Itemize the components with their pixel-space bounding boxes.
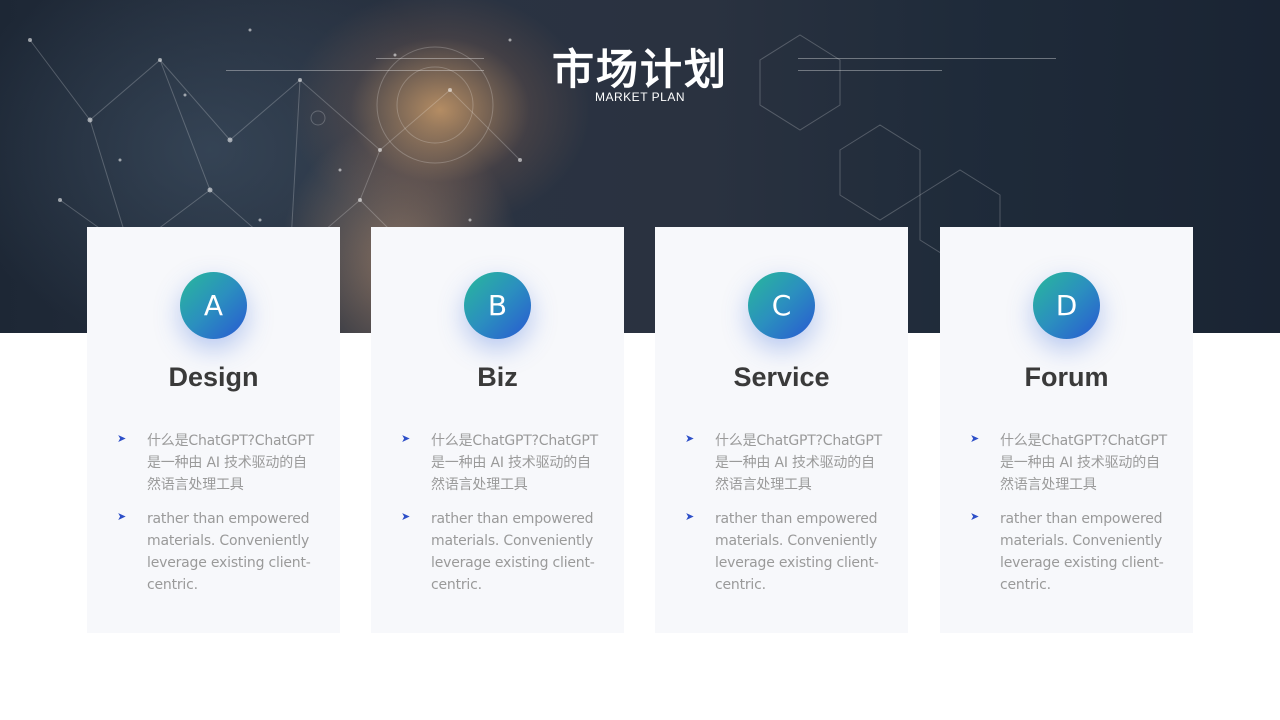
bullet-list: ➤ 什么是ChatGPT?ChatGPT 是一种由 AI 技术驱动的自然语言处理… [685, 430, 885, 608]
list-item: ➤ 什么是ChatGPT?ChatGPT 是一种由 AI 技术驱动的自然语言处理… [970, 430, 1170, 496]
bullet-list: ➤ 什么是ChatGPT?ChatGPT 是一种由 AI 技术驱动的自然语言处理… [970, 430, 1170, 608]
card-service: C Service ➤ 什么是ChatGPT?ChatGPT 是一种由 AI 技… [655, 227, 908, 633]
arrowhead-icon: ➤ [685, 432, 695, 445]
list-item: ➤ rather than empowered materials. Conve… [117, 508, 317, 596]
card-letter-badge: C [748, 272, 815, 339]
bullet-text: 什么是ChatGPT?ChatGPT 是一种由 AI 技术驱动的自然语言处理工具 [431, 433, 598, 493]
arrowhead-icon: ➤ [685, 510, 695, 523]
list-item: ➤ 什么是ChatGPT?ChatGPT 是一种由 AI 技术驱动的自然语言处理… [117, 430, 317, 496]
title-divider-left-short [376, 58, 484, 59]
bullet-text: 什么是ChatGPT?ChatGPT 是一种由 AI 技术驱动的自然语言处理工具 [715, 433, 882, 493]
bullet-text: rather than empowered materials. Conveni… [147, 511, 311, 593]
bullet-text: 什么是ChatGPT?ChatGPT 是一种由 AI 技术驱动的自然语言处理工具 [147, 433, 314, 493]
list-item: ➤ rather than empowered materials. Conve… [970, 508, 1170, 596]
arrowhead-icon: ➤ [401, 510, 411, 523]
card-letter-badge: A [180, 272, 247, 339]
title-divider-right-short [798, 70, 942, 71]
card-letter-badge: B [464, 272, 531, 339]
card-design: A Design ➤ 什么是ChatGPT?ChatGPT 是一种由 AI 技术… [87, 227, 340, 633]
bullet-text: rather than empowered materials. Conveni… [1000, 511, 1164, 593]
bullet-text: 什么是ChatGPT?ChatGPT 是一种由 AI 技术驱动的自然语言处理工具 [1000, 433, 1167, 493]
card-title: Biz [477, 362, 518, 392]
card-forum: D Forum ➤ 什么是ChatGPT?ChatGPT 是一种由 AI 技术驱… [940, 227, 1193, 633]
arrowhead-icon: ➤ [117, 432, 127, 445]
title-divider-right [798, 58, 1056, 59]
card-title: Service [733, 362, 830, 392]
card-title: Design [168, 362, 259, 392]
card-letter-badge: D [1033, 272, 1100, 339]
list-item: ➤ 什么是ChatGPT?ChatGPT 是一种由 AI 技术驱动的自然语言处理… [401, 430, 601, 496]
bullet-list: ➤ 什么是ChatGPT?ChatGPT 是一种由 AI 技术驱动的自然语言处理… [401, 430, 601, 608]
arrowhead-icon: ➤ [970, 510, 980, 523]
network-graphic [28, 28, 1001, 272]
card-biz: B Biz ➤ 什么是ChatGPT?ChatGPT 是一种由 AI 技术驱动的… [371, 227, 624, 633]
arrowhead-icon: ➤ [970, 432, 980, 445]
list-item: ➤ rather than empowered materials. Conve… [685, 508, 885, 596]
list-item: ➤ rather than empowered materials. Conve… [401, 508, 601, 596]
bullet-list: ➤ 什么是ChatGPT?ChatGPT 是一种由 AI 技术驱动的自然语言处理… [117, 430, 317, 608]
page-title: 市场计划 [551, 45, 728, 94]
bullet-text: rather than empowered materials. Conveni… [715, 511, 879, 593]
arrowhead-icon: ➤ [117, 510, 127, 523]
bullet-text: rather than empowered materials. Conveni… [431, 511, 595, 593]
page-subtitle: MARKET PLAN [595, 90, 685, 104]
arrowhead-icon: ➤ [401, 432, 411, 445]
title-divider-left [226, 70, 484, 71]
card-title: Forum [1024, 362, 1109, 392]
list-item: ➤ 什么是ChatGPT?ChatGPT 是一种由 AI 技术驱动的自然语言处理… [685, 430, 885, 496]
